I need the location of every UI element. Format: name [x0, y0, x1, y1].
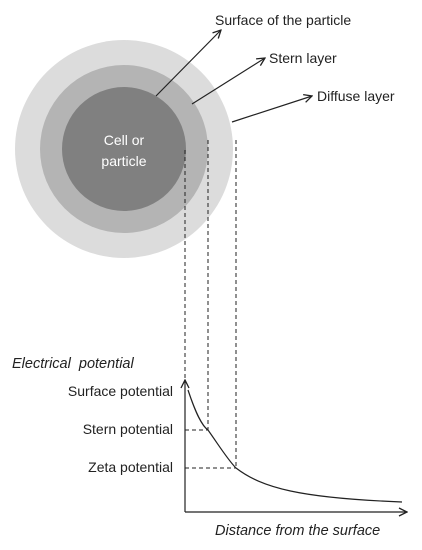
zeta-potential-label: Zeta potential	[88, 459, 173, 475]
x-axis-title: Distance from the surface	[215, 523, 380, 539]
particle-label-line2: particle	[101, 153, 146, 169]
particle-label-line1: Cell or	[104, 132, 145, 148]
particle-core	[62, 87, 186, 211]
potential-decay-curve	[187, 389, 403, 503]
stern-potential-label: Stern potential	[83, 421, 173, 437]
stern-layer-label: Stern layer	[269, 50, 337, 66]
diffuse-layer-label: Diffuse layer	[317, 88, 395, 104]
stern-arrow	[191, 58, 265, 105]
surface-layer-label: Surface of the particle	[215, 12, 351, 28]
diffuse-arrow	[231, 96, 312, 123]
surface-arrow	[155, 30, 221, 97]
surface-potential-label: Surface potential	[68, 383, 173, 399]
y-axis-title: Electrical potential	[12, 356, 134, 372]
